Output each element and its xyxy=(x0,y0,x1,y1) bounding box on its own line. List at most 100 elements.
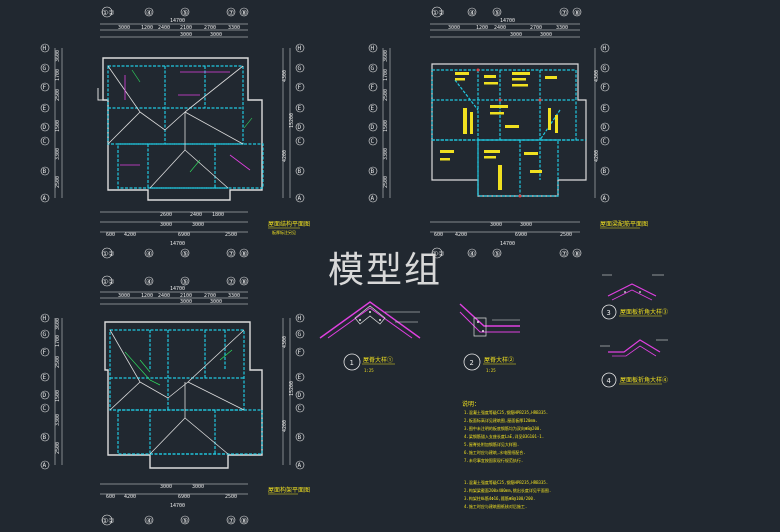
axis-label: ④ xyxy=(146,9,152,17)
top-dimensions: 14700 3000 1200 2400 2100 2700 3300 3000… xyxy=(100,18,248,38)
dim-text: 1700 xyxy=(383,69,389,81)
dim-text: 6900 xyxy=(178,232,190,238)
dim-text: 3600 xyxy=(55,50,61,62)
row-axis-label: A xyxy=(43,462,47,469)
dim-text: 2400 xyxy=(158,293,170,299)
dim-text: 1700 xyxy=(55,69,61,81)
top-axis-markers: ①② ④ ⑤ ⑦ ⑧ xyxy=(101,275,249,287)
dim-text: 2700 xyxy=(530,25,542,31)
dim-text: 3300 xyxy=(55,148,61,160)
detail-scale: 1:25 xyxy=(486,368,496,373)
dim-text: 3000 xyxy=(180,299,192,305)
building-walls xyxy=(104,321,263,469)
right-axis-markers: H G F E D C B A 4300 4200 15200 xyxy=(282,313,305,470)
dim-text: 2500 xyxy=(225,494,237,500)
row-axis-label: C xyxy=(298,138,302,145)
dim-text: 1200 xyxy=(141,25,153,31)
watermark-text: 模型组 xyxy=(328,250,442,291)
detail-title: 屋脊大样① xyxy=(363,356,393,364)
row-axis-label: F xyxy=(371,84,375,91)
axis-label: ①② xyxy=(432,9,445,17)
row-axis-label: D xyxy=(371,124,375,131)
row-axis-label: H xyxy=(298,315,302,322)
bottom-axis-markers: ①② ④ ⑤ ⑦ ⑧ xyxy=(431,247,582,259)
dim-text: 3300 xyxy=(228,25,240,31)
row-axis-label: C xyxy=(603,138,607,145)
axis-label: ⑤ xyxy=(494,250,500,258)
axis-label: ④ xyxy=(469,250,475,258)
top-dimensions: 14700 3000 1200 2400 2700 3300 3000 3000 xyxy=(430,18,580,38)
row-axis-label: A xyxy=(603,195,607,202)
row-axis-label: H xyxy=(43,45,47,52)
axis-label: ⑧ xyxy=(241,517,247,525)
axis-label: ⑤ xyxy=(182,9,188,17)
row-axis-label: F xyxy=(43,349,47,356)
dim-text: 2700 xyxy=(204,25,216,31)
note-line: 1.混凝土强度等级C25,钢筋HPB235,HRB335. xyxy=(464,409,548,415)
row-axis-label: H xyxy=(43,315,47,322)
row-axis-label: B xyxy=(603,168,607,175)
dim-text: 3000 xyxy=(192,222,204,228)
dim-text: 4200 xyxy=(124,232,136,238)
total-width-dim: 14700 xyxy=(500,241,515,247)
axis-label: ④ xyxy=(469,9,475,17)
left-axis-markers: H G F E D C B A 3600 1700 2500 1500 3300… xyxy=(368,43,391,203)
row-axis-label: E xyxy=(43,105,47,112)
dim-text: 2500 xyxy=(383,176,389,188)
dim-text: 2500 xyxy=(55,176,61,188)
row-axis-label: D xyxy=(43,392,47,399)
dim-text: 4300 xyxy=(594,70,600,82)
axis-label: ⑤ xyxy=(182,250,188,258)
axis-label: ④ xyxy=(146,250,152,258)
row-axis-label: G xyxy=(43,65,47,72)
row-axis-label: F xyxy=(603,84,607,91)
roof-beams xyxy=(431,69,586,197)
dim-text: 3000 xyxy=(118,293,130,299)
dim-text: 1700 xyxy=(55,335,61,347)
axis-label: ⑧ xyxy=(574,9,580,17)
plan-title: 屋面结构平面图 xyxy=(268,220,310,228)
row-axis-label: B xyxy=(43,168,47,175)
row-axis-label: C xyxy=(371,138,375,145)
row-axis-label: G xyxy=(298,331,302,338)
row-axis-label: D xyxy=(603,124,607,131)
dim-text: 3000 xyxy=(510,32,522,38)
row-axis-label: C xyxy=(43,405,47,412)
slab-rebar xyxy=(120,71,251,171)
total-width-dim: 14700 xyxy=(170,286,185,292)
axis-label: ⑧ xyxy=(241,9,247,17)
bottom-dimensions: 3000 3000 600 4200 6900 2500 14700 xyxy=(100,483,248,509)
dim-text: 3000 xyxy=(118,25,130,31)
dim-text: 3000 xyxy=(540,32,552,38)
bottom-axis-markers: ①② ④ ⑤ ⑦ ⑧ xyxy=(101,247,249,259)
row-axis-label: E xyxy=(603,105,607,112)
roof-structure-plan: ①② ④ ⑤ ⑦ ⑧ 14700 3000 1200 2400 2100 270… xyxy=(40,6,310,259)
dim-text: 1200 xyxy=(141,293,153,299)
dim-text: 2100 xyxy=(180,293,192,299)
note-line: 4.梁钢筋锚入支座长度LaE,详见03G101-1. xyxy=(464,433,544,439)
row-axis-label: F xyxy=(43,84,47,91)
bottom-dimensions: 2600 2400 1800 3000 3000 600 4200 6900 2… xyxy=(100,211,248,247)
general-notes: 说明： 1.混凝土强度等级C25,钢筋HPB235,HRB335. 2.板面标高… xyxy=(462,400,551,509)
dim-text: 4300 xyxy=(282,336,288,348)
dim-text: 3000 xyxy=(448,25,460,31)
axis-label: ①② xyxy=(102,250,115,258)
detail-title: 屋面板折角大样④ xyxy=(620,376,668,384)
dim-text: 600 xyxy=(106,494,115,500)
row-axis-label: F xyxy=(298,84,302,91)
dim-text: 4300 xyxy=(282,70,288,82)
building-walls xyxy=(431,63,587,197)
top-axis-markers: ①② ④ ⑤ ⑦ ⑧ xyxy=(101,6,249,18)
dim-text: 2400 xyxy=(158,25,170,31)
top-axis-markers: ①② ④ ⑤ ⑦ ⑧ xyxy=(431,6,582,18)
left-axis-markers: H G F E D C B A 3600 1700 2500 1500 3300… xyxy=(40,43,63,203)
axis-label: ⑦ xyxy=(561,250,567,258)
axis-label: ①② xyxy=(102,278,115,286)
note-line: 5.屋脊处附加钢筋详见大样图. xyxy=(464,441,519,447)
row-axis-label: B xyxy=(298,168,302,175)
detail-number: 3 xyxy=(607,309,611,317)
row-axis-label: D xyxy=(43,124,47,131)
axis-label: ⑤ xyxy=(182,278,188,286)
axis-label: ⑦ xyxy=(228,278,234,286)
dim-text: 4200 xyxy=(124,494,136,500)
